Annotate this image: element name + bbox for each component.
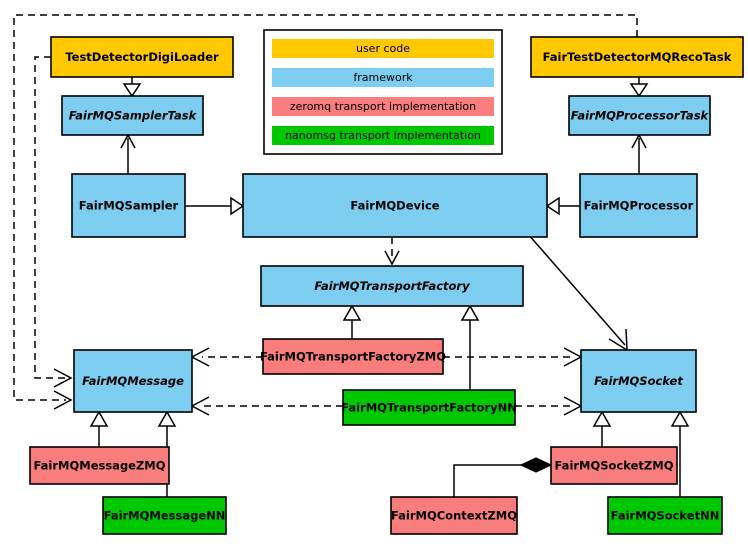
generalization-head-device-left [230, 196, 245, 216]
class-box-FairMQProcessor[interactable] [579, 173, 698, 238]
generalization-head-transportfactory-zmq [342, 304, 362, 321]
legend-item-framework: framework [272, 68, 494, 87]
class-box-FairMQTransportFactory[interactable] [260, 265, 524, 307]
edge-group-dashed-frames [13, 14, 638, 401]
class-node-FairMQContextZMQ[interactable]: FairMQContextZMQ [390, 496, 518, 535]
legend-item-zeromq: zeromq transport implementation [272, 97, 494, 116]
class-box-FairMQDevice[interactable] [242, 173, 548, 238]
legend-swatch-nanomsg [272, 126, 494, 145]
class-node-FairMQMessageZMQ[interactable]: FairMQMessageZMQ [29, 446, 170, 485]
class-box-FairMQMessageZMQ[interactable] [29, 446, 170, 485]
class-node-FairMQMessageNN[interactable]: FairMQMessageNN [102, 496, 227, 535]
generalization-head-socket-nn [670, 410, 690, 427]
class-box-FairTestDetectorMQRecoTask[interactable] [530, 36, 744, 78]
class-box-FairMQTransportFactoryZMQ[interactable] [262, 338, 444, 375]
edge-socketzmq-to-contextzmq [453, 464, 536, 497]
class-node-FairMQMessage[interactable]: FairMQMessage [73, 349, 193, 413]
edge-device-to-socket [520, 225, 626, 346]
class-node-TestDetectorDigiLoader[interactable]: TestDetectorDigiLoader [50, 36, 234, 78]
class-box-FairMQSampler[interactable] [71, 173, 186, 238]
class-box-FairMQMessage[interactable] [73, 349, 193, 413]
class-node-FairMQSampler[interactable]: FairMQSampler [71, 173, 186, 238]
legend-item-nanomsg: nanomsg transport implementation [272, 126, 494, 145]
generalization-head-samplertask [122, 83, 142, 98]
class-node-FairMQProcessor[interactable]: FairMQProcessor [579, 173, 698, 238]
generalization-head-message-zmq [89, 410, 109, 427]
class-node-FairMQTransportFactoryNN[interactable]: FairMQTransportFactoryNN [341, 389, 517, 426]
class-node-FairMQProcessorTask[interactable]: FairMQProcessorTask [568, 95, 711, 136]
class-box-FairMQSamplerTask[interactable] [61, 95, 204, 136]
class-node-FairMQSocketNN[interactable]: FairMQSocketNN [607, 496, 723, 535]
class-box-FairMQSocket[interactable] [580, 349, 697, 413]
legend-swatch-framework [272, 68, 494, 87]
class-node-FairTestDetectorMQRecoTask[interactable]: FairTestDetectorMQRecoTask [530, 36, 744, 78]
class-box-FairMQSocketZMQ[interactable] [550, 446, 678, 485]
legend: user code framework zeromq transport imple… [263, 29, 503, 155]
open-arrow-message-from-digiloader [53, 368, 73, 388]
class-box-FairMQMessageNN[interactable] [102, 496, 227, 535]
generalization-head-transportfactory-nn [460, 304, 480, 321]
open-arrow-message-from-factoryzmq [190, 347, 210, 367]
class-node-FairMQSocketZMQ[interactable]: FairMQSocketZMQ [550, 446, 678, 485]
class-box-FairMQContextZMQ[interactable] [390, 496, 518, 535]
class-node-FairMQDevice[interactable]: FairMQDevice [242, 173, 548, 238]
generalization-head-processortask [629, 83, 649, 98]
class-node-FairMQTransportFactoryZMQ[interactable]: FairMQTransportFactoryZMQ [260, 338, 446, 375]
open-arrow-socket-from-device [608, 328, 628, 352]
class-box-FairMQProcessorTask[interactable] [568, 95, 711, 136]
class-box-TestDetectorDigiLoader[interactable] [50, 36, 234, 78]
class-node-FairMQSamplerTask[interactable]: FairMQSamplerTask [61, 95, 204, 136]
class-node-FairMQSocket[interactable]: FairMQSocket [580, 349, 697, 413]
edge-digiloader-to-message [34, 56, 66, 379]
composition-diamond-socketzmq [519, 457, 553, 473]
class-box-FairMQTransportFactoryNN[interactable] [342, 389, 516, 426]
open-arrow-transportfactory [384, 250, 400, 266]
generalization-head-device-right [545, 196, 560, 216]
legend-item-user_code: user code [272, 39, 494, 58]
generalization-head-message-nn [157, 410, 177, 427]
edge-recotask-to-message [13, 14, 638, 401]
class-box-FairMQSocketNN[interactable] [607, 496, 723, 535]
legend-swatch-zeromq [272, 97, 494, 116]
generalization-head-socket-zmq [592, 410, 612, 427]
class-node-FairMQTransportFactory[interactable]: FairMQTransportFactory [260, 265, 524, 307]
legend-swatch-user_code [272, 39, 494, 58]
arrowhead-group [53, 83, 690, 473]
open-arrow-message-from-recotask [53, 390, 73, 410]
